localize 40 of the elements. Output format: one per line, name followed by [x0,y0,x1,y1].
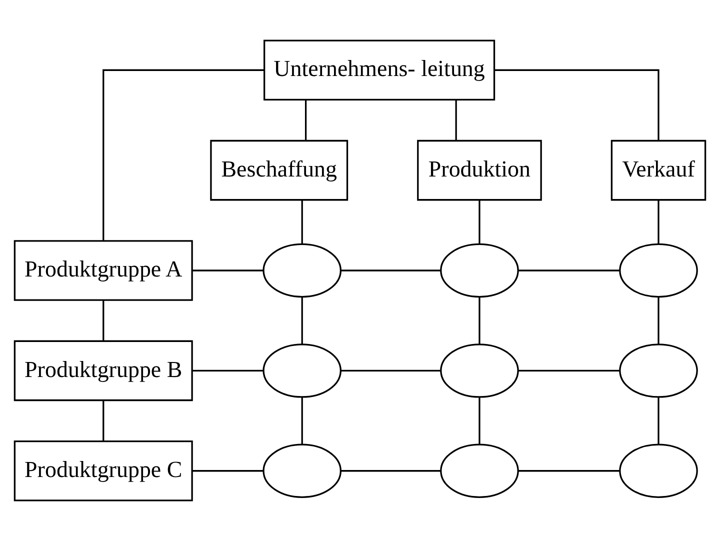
node-ellipse [262,443,342,498]
connector [478,396,480,444]
connector [192,470,264,472]
node-box: Produktgruppe A [14,240,193,300]
node-box: Unternehmens- leitung [264,39,496,100]
connector [301,200,303,244]
connector [102,400,104,440]
connector [192,269,264,271]
node-box: Produktgruppe B [14,340,193,401]
node-box: Produktion [417,139,542,200]
node-ellipse [619,242,698,298]
connector [494,68,660,140]
node-box: Produktgruppe C [14,440,193,501]
connector [102,68,264,240]
node-ellipse [619,343,698,398]
node-ellipse [440,443,519,498]
connector [304,100,307,140]
node-ellipse [440,242,519,298]
connector [658,396,660,444]
node-ellipse [262,343,342,398]
connector [658,200,660,244]
connector [478,200,480,244]
connector [301,396,303,444]
connector [341,369,441,371]
connector [301,296,303,344]
connector [518,470,620,472]
connector [518,269,620,271]
connector [455,100,457,140]
connector [192,369,264,371]
node-ellipse [440,343,519,398]
connector [478,296,480,344]
connector [341,470,441,472]
node-ellipse [619,443,698,498]
connector [518,369,620,371]
connector [341,269,441,271]
node-box: Verkauf [610,139,706,200]
connector [658,296,660,344]
node-ellipse [262,242,342,298]
node-box: Beschaffung [210,139,348,200]
connector [102,300,104,340]
